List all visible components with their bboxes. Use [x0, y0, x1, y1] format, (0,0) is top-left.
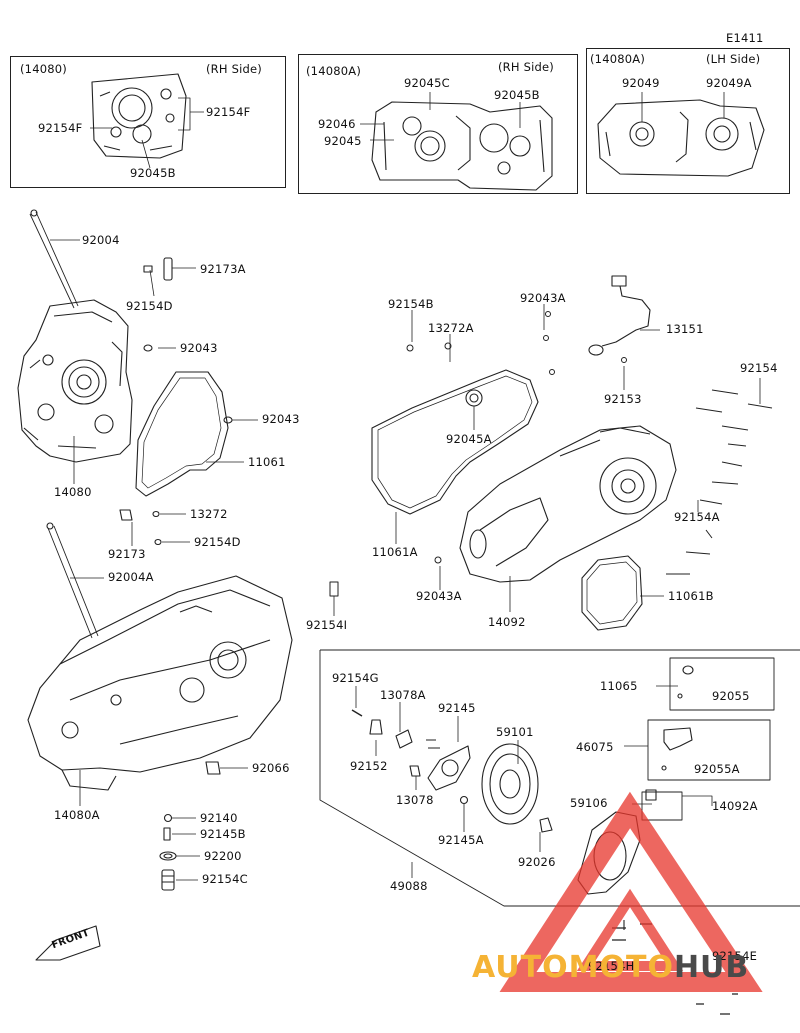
part-92049: 92049: [622, 76, 660, 90]
part-92049A: 92049A: [706, 76, 752, 90]
part-92043A-a: 92043A: [520, 291, 566, 305]
part-92154B: 92154B: [388, 297, 434, 311]
part-92045: 92045: [324, 134, 362, 148]
part-11065: 11065: [600, 679, 638, 693]
part-92043-b: 92043: [262, 412, 300, 426]
part-49088: 49088: [390, 879, 428, 893]
clutch-cover-14092-drawing: [459, 425, 677, 583]
part-92046: 92046: [318, 117, 356, 131]
part-92154A: 92154A: [674, 510, 720, 524]
part-92154F-a: 92154F: [206, 105, 251, 119]
part-92152: 92152: [350, 759, 388, 773]
bolts-right: [329, 311, 773, 597]
part-92145: 92145: [438, 701, 476, 715]
watermark-moto: MOTO: [568, 950, 674, 985]
part-46075: 46075: [576, 740, 614, 754]
kit-box-parts: [661, 665, 694, 771]
leaders-left-upper: [50, 239, 258, 546]
watermark-hub: HUB: [673, 950, 750, 985]
part-92043A-b: 92043A: [416, 589, 462, 603]
part-13272A: 13272A: [428, 321, 474, 335]
box-rh-side-14080a: [298, 54, 578, 194]
box-lh-side-14080a: [586, 48, 790, 194]
part-92004A: 92004A: [108, 570, 154, 584]
small-parts-left-lower: [159, 761, 221, 891]
part-92154E: 92154E: [712, 949, 758, 963]
kit-frame-49088: [319, 649, 800, 907]
part-59106: 59106: [570, 796, 608, 810]
part-92154C: 92154C: [202, 872, 248, 886]
crankcase-a-rh-thumbnail: [371, 101, 553, 191]
part-92066: 92066: [252, 761, 290, 775]
part-92045B-a: 92045B: [130, 166, 176, 180]
box3-side: (LH Side): [706, 52, 761, 66]
part-59101: 59101: [496, 725, 534, 739]
part-92140: 92140: [200, 811, 238, 825]
part-92154F-b: 92154F: [38, 121, 83, 135]
part-92200: 92200: [204, 849, 242, 863]
part-11061A: 11061A: [372, 545, 418, 559]
part-92154D-a: 92154D: [126, 299, 173, 313]
part-13078: 13078: [396, 793, 434, 807]
part-92173A: 92173A: [200, 262, 246, 276]
part-92145A: 92145A: [438, 833, 484, 847]
crankcase-a-lh-thumbnail: [597, 99, 765, 177]
part-92145B: 92145B: [200, 827, 246, 841]
part-92045A: 92045A: [446, 432, 492, 446]
kit-parts-drawing: [351, 709, 657, 895]
seal-92045a: [465, 389, 483, 407]
part-92153: 92153: [604, 392, 642, 406]
leaders-left-lower: [70, 577, 248, 881]
gasket-11061b-drawing: [581, 555, 643, 631]
part-11061: 11061: [248, 455, 286, 469]
part-92173: 92173: [108, 547, 146, 561]
part-11061B: 11061B: [668, 589, 714, 603]
sensor-13151-drawing: [588, 275, 651, 356]
part-92055: 92055: [712, 689, 750, 703]
part-13272: 13272: [190, 507, 228, 521]
crankcase-14080a-drawing: [27, 522, 293, 791]
diagram-code: E1411: [726, 31, 764, 45]
part-14092: 14092: [488, 615, 526, 629]
part-14080A: 14080A: [54, 808, 100, 822]
part-92055A: 92055A: [694, 762, 740, 776]
box2-side: (RH Side): [498, 60, 554, 74]
leaders-right-middle: [333, 304, 761, 616]
front-arrow-icon: [35, 925, 101, 961]
box3-leaders: [641, 92, 725, 122]
gasket-11061-drawing: [135, 371, 229, 497]
part-92154G: 92154G: [332, 671, 379, 685]
watermark-logo-triangle: [499, 791, 763, 992]
box1-ref: (14080): [20, 62, 67, 76]
part-92045C: 92045C: [404, 76, 450, 90]
watermark-text: AUTOMOTOHUB: [472, 952, 749, 984]
gasket-11061a-drawing: [371, 369, 539, 515]
part-14092A: 14092A: [712, 799, 758, 813]
part-13078A: 13078A: [380, 688, 426, 702]
part-14080: 14080: [54, 485, 92, 499]
kit-boxes: [641, 657, 775, 821]
box2-ref: (14080A): [306, 64, 362, 78]
part-92004: 92004: [82, 233, 120, 247]
part-92154H: 92154H: [588, 959, 635, 973]
part-13151: 13151: [666, 322, 704, 336]
small-parts-left-upper: [119, 257, 233, 546]
watermark-auto: AUTO: [472, 950, 569, 985]
seal-92045a-inner: [469, 393, 479, 403]
crankcase-14080-drawing: [17, 209, 133, 463]
box-rh-side-14080: [10, 56, 286, 188]
crankcase-rh-thumbnail: [91, 73, 187, 159]
part-92154D-b: 92154D: [194, 535, 241, 549]
part-92154I: 92154I: [306, 618, 348, 632]
box1-leaders: [90, 97, 204, 169]
part-92043-a: 92043: [180, 341, 218, 355]
box2-leaders: [360, 92, 521, 141]
part-92026: 92026: [518, 855, 556, 869]
part-92154: 92154: [740, 361, 778, 375]
box1-side: (RH Side): [206, 62, 262, 76]
part-92045B-b: 92045B: [494, 88, 540, 102]
box3-ref: (14080A): [590, 52, 646, 66]
